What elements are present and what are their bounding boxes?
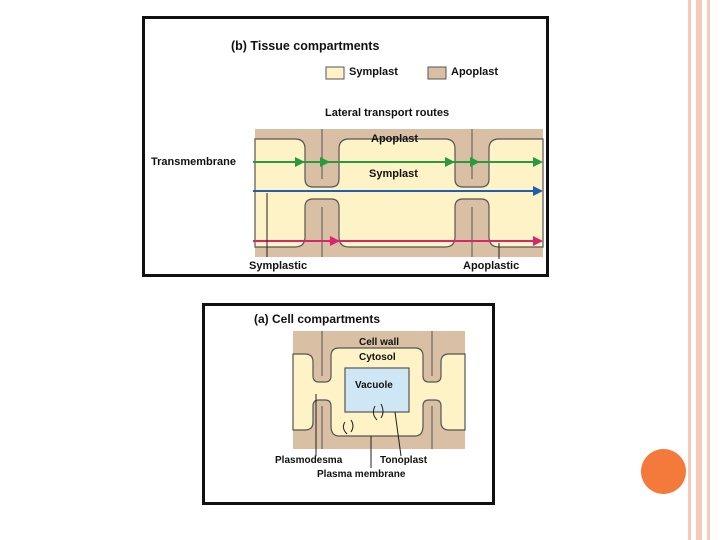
apoplastic-label: Apoplastic <box>463 260 520 272</box>
tissue-title: (b) Tissue compartments <box>231 39 380 53</box>
cytosol-label: Cytosol <box>359 352 396 363</box>
legend-symplast-swatch <box>325 66 345 80</box>
symplastic-arrow <box>253 186 543 196</box>
apoplastic-arrow <box>253 236 543 246</box>
cell-wall-label: Cell wall <box>359 337 400 348</box>
tonoplast-label: Tonoplast <box>380 455 428 466</box>
slide-stripe-right <box>707 0 710 540</box>
accent-dot <box>641 449 686 494</box>
legend-apoplast-label: Apoplast <box>451 66 499 78</box>
cell-compartments-figure: (a) Cell compartments Cell wall Cytosol … <box>202 303 495 505</box>
legend-symplast-label: Symplast <box>349 66 398 78</box>
transmembrane-arrow <box>253 157 543 167</box>
symplastic-label: Symplastic <box>249 260 308 272</box>
tonoplast-exchange-arrows <box>342 403 384 435</box>
tonoplast-leader <box>394 411 402 457</box>
symplast-label: Symplast <box>369 168 418 180</box>
plasmodesma-label: Plasmodesma <box>275 455 343 466</box>
symplast-region <box>254 138 544 248</box>
vacuole-label: Vacuole <box>355 380 393 391</box>
legend-apoplast-swatch <box>427 66 447 80</box>
tissue-diagram <box>253 66 544 259</box>
cell-diagram <box>292 331 466 468</box>
slide-stripe-center <box>696 0 702 540</box>
tissue-compartments-figure: (b) Tissue compartments Symplast Apoplas… <box>142 16 549 277</box>
transmembrane-label: Transmembrane <box>151 156 236 168</box>
routes-title: Lateral transport routes <box>325 107 450 119</box>
plasma-membrane-label: Plasma membrane <box>317 469 406 480</box>
apoplast-label: Apoplast <box>371 133 419 145</box>
cell-title: (a) Cell compartments <box>254 312 381 326</box>
slide-stripe-left <box>688 0 691 540</box>
vacuole-shape <box>344 367 410 413</box>
